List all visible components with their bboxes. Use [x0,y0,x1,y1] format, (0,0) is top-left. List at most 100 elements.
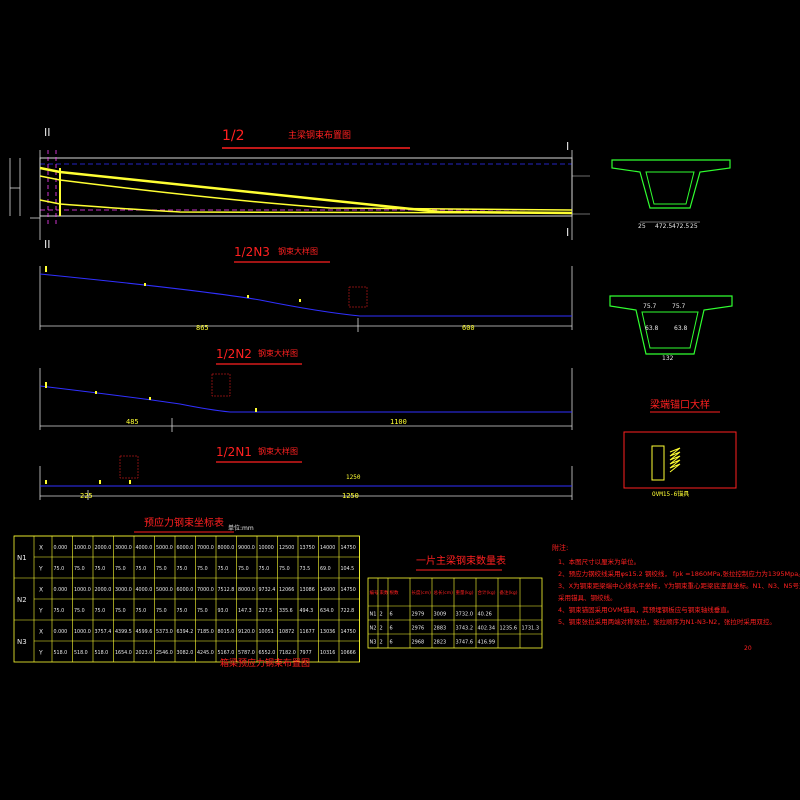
qty-cell: 2883 [434,626,447,632]
coord-cell: 5373.0 [156,629,173,635]
coord-cell: 75.0 [74,566,85,572]
coord-cell: 12500 [279,545,294,551]
coord-cell: 75.0 [177,566,188,572]
sec-mid-dim-1: 75.7 [672,303,686,310]
coord-cell: 518.0 [95,650,109,656]
detail-n1: 1/2N1 钢束大样图 225 1250 1250 [39,445,573,500]
coord-cell: 75.0 [95,566,106,572]
coord-cell: 75.0 [74,608,85,614]
coord-cell: 4000.0 [136,545,153,551]
coord-cell: 4599.6 [136,629,153,635]
coord-cell: 93.0 [218,608,229,614]
coord-cell: 5000.0 [156,587,173,593]
section-mark-top: II [44,126,51,139]
sec-top-dim-1: 472.5 [655,223,672,230]
coord-cell: 75.0 [156,566,167,572]
main-title: 1/2 [222,128,245,144]
coord-cell: 147.3 [238,608,252,614]
coord-cell: 9732.4 [259,587,276,593]
sec-top-dim-0: 25 [638,223,646,230]
coord-cell: 75.0 [136,608,147,614]
qty-cell: 40.26 [478,612,492,618]
end-mark-bottom: I [566,226,569,239]
qty-cell: 2968 [412,640,425,646]
coord-cell: 1000.0 [74,587,91,593]
coord-row-axis: Y [38,566,43,573]
coord-cell: 9120.0 [238,629,255,635]
coord-cell: 75.0 [115,566,126,572]
coord-cell: 2023.0 [136,650,153,656]
coord-row-name: N1 [17,554,27,562]
drawing-title: 箱梁预应力钢束布置图 [220,657,310,669]
coord-cell: 75.0 [136,566,147,572]
coord-cell: 494.3 [300,608,314,614]
coord-cell: 69.0 [320,566,331,572]
qty-header: 备注(kg) [500,589,518,596]
coord-cell: 14000 [320,545,335,551]
coord-cell: 11677 [300,629,315,635]
qty-header: 根数 [390,589,399,596]
anchor-note: OVM15-6锚具 [652,490,689,498]
coord-cell: 518.0 [54,650,68,656]
coord-cell: 8000.0 [238,587,255,593]
coord-table-unit: 单位:mm [228,524,254,532]
note-2: 2、预应力钢绞线采用φs15.2 钢绞线， fpk =1860MPa,张拉控制应… [558,569,800,578]
anchor-detail: 梁端锚口大样 OVM15-6锚具 [623,398,737,498]
coord-cell: 0.000 [54,629,68,635]
coord-cell: 7000.0 [197,587,214,593]
qty-cell: 2823 [434,640,447,646]
coord-cell: 227.5 [259,608,273,614]
qty-header: 重量(kg) [456,589,474,596]
qty-cell: 2979 [412,612,425,618]
coord-cell: 75.0 [95,608,106,614]
coord-row-axis: X [39,629,43,636]
sec-mid-dim-0: 75.7 [643,303,657,310]
coord-cell: 7000.0 [197,545,214,551]
coord-cell: 75.0 [177,608,188,614]
qty-header: 编号 [370,589,379,596]
coord-cell: 75.0 [54,566,65,572]
detail-n2: 1/2N2 钢束大样图 485 1100 [39,347,573,432]
coord-cell: 6552.0 [259,650,276,656]
coord-row-name: N2 [17,596,27,604]
coord-cell: 8015.0 [218,629,235,635]
coord-cell: 10000 [259,545,274,551]
qty-cell: 3009 [434,612,447,618]
coord-cell: 14750 [341,629,356,635]
coord-cell: 3000.0 [115,587,132,593]
coord-cell: 1654.0 [115,650,132,656]
qty-header: 总长(cm) [434,589,454,596]
coord-cell: 5167.0 [218,650,235,656]
coord-cell: 3082.0 [177,650,194,656]
coord-cell: 2000.0 [95,545,112,551]
coord-row-axis: X [39,545,43,552]
anchor-title: 梁端锚口大样 [650,398,710,411]
coord-cell: 6394.2 [177,629,194,635]
misc-label: 20 [744,645,752,652]
n1-dim-total: 1250 [346,474,361,481]
coord-cell: 8000.0 [218,545,235,551]
n3-subtitle: 钢束大样图 [278,246,318,256]
coord-cell: 3757.4 [95,629,112,635]
qty-cell: 402.34 [478,626,496,632]
sec-mid-dim-3: 63.8 [674,325,688,332]
coord-cell: 10051 [259,629,274,635]
coord-cell: 13750 [300,545,315,551]
qty-cell: 3743.2 [456,626,474,632]
coord-cell: 75.0 [279,566,290,572]
n1-subtitle: 钢束大样图 [258,446,298,456]
coord-cell: 5000.0 [156,545,173,551]
note-6: 5、钢束张拉采用两端对称张拉，张拉顺序为N1-N3-N2，张拉时采用双控。 [558,617,776,626]
qty-cell: 3747.6 [456,640,474,646]
coord-cell: 12066 [279,587,294,593]
qty-header: 长度(cm) [412,589,432,596]
coord-cell: 7182.0 [279,650,296,656]
coord-cell: 3000.0 [115,545,132,551]
qty-cell: N1 [370,612,377,618]
n2-subtitle: 钢束大样图 [258,348,298,358]
qty-cell: 1731.3 [522,626,540,632]
coord-cell: 104.5 [341,566,355,572]
